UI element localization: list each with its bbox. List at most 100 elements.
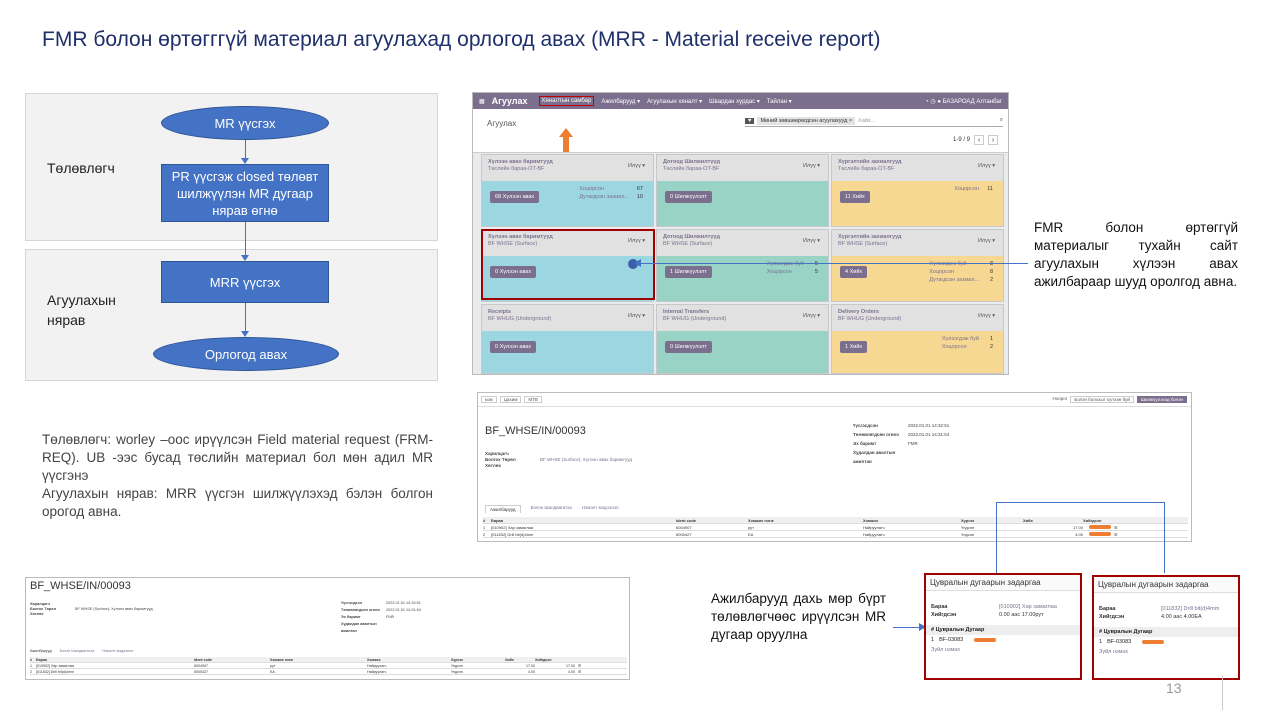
apps-grid-icon[interactable]: ▦ [479,98,485,105]
card-more-menu[interactable]: Илүү ▾ [803,313,820,319]
col-done[interactable]: Хийгдсэн [1083,517,1102,523]
tab-operations[interactable]: Ажилбарууд [30,649,52,653]
card-action-button[interactable]: 1 Шилжүүлэлт [665,266,712,278]
card-more-menu[interactable]: Илүү ▾ [803,238,820,244]
field-value[interactable]: 2022.01.01 14:32:51 [908,423,950,428]
field-value[interactable]: 2022.01.01 14:31:54 [908,432,950,437]
field-value[interactable]: 0.00 аас 17.00рут [999,612,1044,618]
pager-prev-icon[interactable]: ‹ [974,135,984,145]
step-ready[interactable]: Шилжүүлэхэд бэлэн [1136,396,1187,403]
col-product[interactable]: Бараа [491,517,503,523]
card-action-button[interactable]: 11 Хийх [840,191,870,203]
col-uom[interactable]: Хэмжих нэгж [270,657,293,662]
col-product[interactable]: Бараа [36,657,47,662]
card-title[interactable]: Хүргэлтийн захиалгууд [838,159,902,165]
tab-packages[interactable]: Бэлэн Шалдвагатха [530,505,572,510]
tab-additional-info[interactable]: Нэмэлт мэдээлэл [581,505,619,510]
add-line-link[interactable]: Зүйл нэмэх [1099,649,1129,655]
search-bar[interactable]: ▼ Миний зөвшөөрөгдсөн агуулахууд × Хайх.… [745,115,1003,127]
field-value[interactable]: BF WHSE (Surface): Хүлээн авах баримтууд [75,607,153,611]
topbar-crumb[interactable]: МТВ [524,396,542,403]
card-action-button[interactable]: 0 Шилжүүлэлт [665,191,712,203]
stat-label[interactable]: Хүлээгдэж буй [941,336,979,342]
table-row[interactable]: 1 [010902] Хар замаглаа 6004907 рут Найр… [30,663,627,669]
menu-scrap[interactable]: Швардан хурдас ▾ [709,98,760,105]
field-value[interactable]: FMR [386,615,395,619]
topbar-crumb[interactable]: Цахим [499,396,522,403]
bell-icon[interactable]: ◔ ◷ [925,98,938,105]
col-ident[interactable]: Ident code [194,657,212,662]
tab-operations[interactable]: Ажилбарууд [485,505,521,513]
card-title[interactable]: Дотоод Шилжилтүүд [663,234,720,240]
col-uom[interactable]: Хэмжих нэгж [748,517,774,523]
card-more-menu[interactable]: Илүү ▾ [978,163,995,169]
menu-reports[interactable]: Тайлан ▾ [766,98,792,105]
card-action-button[interactable]: 0 Шилжүүлэлт [665,341,712,353]
menu-inventory-control[interactable]: Агуулахын хяналт ▾ [647,98,703,105]
step-waiting[interactable]: Бэлэн болохыг хүлээж буй [1070,396,1134,403]
card-title[interactable]: Хүлээн авах баримтууд [488,234,553,240]
table-row[interactable]: 1 [010902] Хар замаглаа 6004907 рут Найр… [483,524,1188,531]
stat-label[interactable]: Хүлээгдэж буй [766,261,804,267]
card-title[interactable]: Delivery Orders [838,309,879,315]
field-value[interactable]: [010902] Хар замаглаа [999,604,1057,610]
card-action-button[interactable]: 68 Хүлээн авах [490,191,540,203]
card-more-menu[interactable]: Илүү ▾ [978,238,995,244]
col-todo[interactable]: Хийх [1023,517,1033,523]
card-title[interactable]: Receipts [488,309,511,315]
card-more-menu[interactable]: Илүү ▾ [978,313,995,319]
search-facet[interactable]: Миний зөвшөөрөгдсөн агуулахууд × [757,116,856,125]
col-serial[interactable]: Цувралын Дугаар [1103,629,1153,635]
col-qty[interactable]: Хэмжээ [367,657,381,662]
app-brand[interactable]: Агуулах [491,96,528,106]
card-more-menu[interactable]: Илүү ▾ [803,163,820,169]
user-menu[interactable]: ◔ ◷ ● БАЗАРОАД Алтанбаг [925,98,1008,105]
serial-number-field[interactable]: BF-03083 [939,637,964,643]
card-title[interactable]: Internal Transfers [663,309,710,315]
col-done[interactable]: Хийгдсэн [535,657,552,662]
detail-list-icon[interactable]: ☰ [578,663,582,668]
col-ident[interactable]: Ident code [676,517,697,523]
pager-next-icon[interactable]: › [988,135,998,145]
col-todo[interactable]: Хийх [505,657,514,662]
stat-label[interactable]: Дутагдсан захиал... [929,277,979,283]
add-line-link[interactable]: Зүйл нэмэх [931,647,961,653]
search-input[interactable]: Хайх... [858,117,876,124]
serial-number-field[interactable]: BF-03083 [1107,639,1132,645]
detail-list-icon[interactable]: ☰ [578,669,582,674]
tab-additional-info[interactable]: Нэмэлт мэдээлэл [102,649,134,653]
col-serial[interactable]: Цувралын Дугаар [935,627,985,633]
col-deliver[interactable]: Хүргэх [451,657,464,662]
stat-label[interactable]: Хоцорсон [941,344,967,350]
field-value[interactable]: FMR [908,441,918,446]
detail-list-icon[interactable]: ☰ [1114,524,1118,530]
field-value[interactable]: BF WHSE (Surface): Хүлээн авах баримтууд [540,457,632,462]
stat-label[interactable]: Хоцорсон [579,186,605,192]
card-action-button[interactable]: 0 Хүлээн авах [490,266,537,278]
card-action-button[interactable]: 0 Хүлээн авах [490,341,537,353]
menu-operations[interactable]: Ажилбарууд ▾ [601,98,641,105]
card-more-menu[interactable]: Илүү ▾ [628,313,645,319]
field-value[interactable]: 4.00 аас 4.00EA [1161,614,1202,620]
col-qty[interactable]: Хэмжээ [863,517,879,523]
table-row[interactable]: 2 [011832] Drill bit(d)4mm 6005427 EA На… [30,669,627,675]
stat-label[interactable]: Хоцорсон [766,269,792,275]
stat-label[interactable]: Хүлээгдэж буй [929,261,967,267]
card-title[interactable]: Хүлээн авах баримтууд [488,159,553,165]
menu-dashboard[interactable]: Хяналтын самбар [538,96,595,106]
field-value[interactable]: [011832] Drill bit(d)4mm [1161,606,1220,612]
card-action-button[interactable]: 4 Хийх [840,266,868,278]
step-draft[interactable]: Ноорог [1052,396,1068,401]
card-more-menu[interactable]: Илүү ▾ [628,238,645,244]
search-icon[interactable]: ⌕ [999,117,1003,123]
card-more-menu[interactable]: Илүү ▾ [628,163,645,169]
field-value[interactable]: 2022.01.01 14:31:54 [386,608,421,612]
